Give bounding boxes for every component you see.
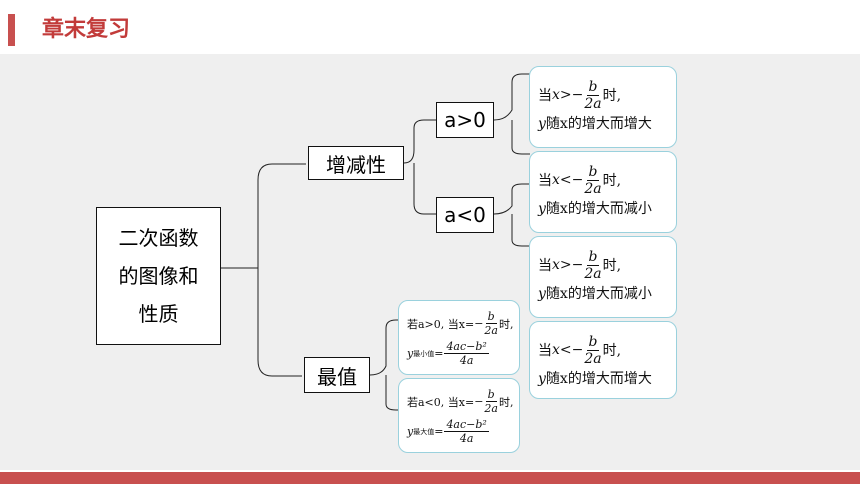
main-topic-line-2: 的图像和 bbox=[118, 264, 199, 288]
connector-ext bbox=[369, 319, 398, 376]
connector-aneg-down bbox=[511, 214, 530, 247]
main-topic-line-3: 性质 bbox=[138, 302, 179, 326]
connector-main-up bbox=[257, 163, 306, 268]
connector-aneg bbox=[493, 183, 530, 215]
connector-ext-down bbox=[385, 375, 398, 411]
case-a-positive: a>0 bbox=[436, 102, 494, 138]
main-topic-box: 二次函数 的图像和 性质 bbox=[96, 207, 221, 345]
case-a-negative: a<0 bbox=[436, 197, 494, 233]
header-accent-bar bbox=[8, 14, 15, 46]
branch-extreme-value: 最值 bbox=[304, 357, 370, 393]
branch-monotonicity: 增减性 bbox=[308, 146, 404, 180]
connector-mono bbox=[403, 119, 436, 164]
main-topic-line-1: 二次函数 bbox=[118, 226, 199, 250]
connector-main-down bbox=[257, 268, 302, 377]
connector-mono-down bbox=[413, 163, 436, 215]
page-title: 章末复习 bbox=[42, 17, 131, 42]
connector-apos-down bbox=[511, 120, 530, 155]
connector-apos bbox=[493, 73, 530, 121]
footer-accent-bar bbox=[0, 472, 860, 484]
